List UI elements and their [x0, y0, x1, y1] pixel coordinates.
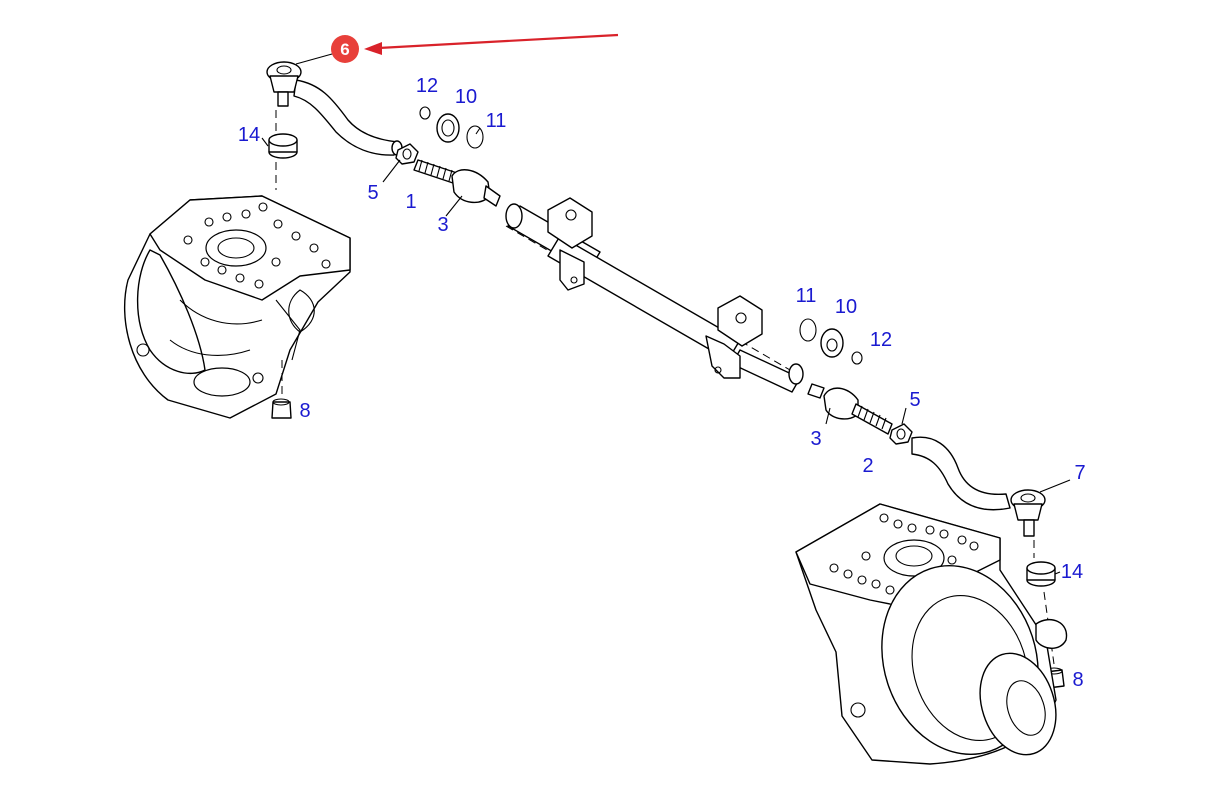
- left-lock-nut: [395, 143, 419, 165]
- callout-11-left: 11: [486, 110, 507, 132]
- callout-11-right: 11: [796, 285, 817, 307]
- highlight-badge-number: 6: [340, 40, 349, 59]
- right-bellows-seal: [820, 328, 844, 358]
- callout-14-left: 14: [238, 124, 260, 146]
- left-o-ring-small: [419, 106, 431, 120]
- callout-10-left: 10: [455, 86, 477, 108]
- left-inner-ball-joint: [451, 169, 501, 207]
- callout-12-left: 12: [416, 75, 438, 97]
- right-tie-rod-end: [911, 436, 1046, 537]
- right-lock-nut: [889, 423, 913, 445]
- left-castle-nut: [271, 398, 292, 419]
- right-retaining-ring: [799, 318, 817, 342]
- callout-12-right: 12: [870, 329, 892, 351]
- callout-8-right: 8: [1072, 669, 1083, 691]
- callout-10-right: 10: [835, 296, 857, 318]
- right-boot-seal: [1026, 561, 1056, 587]
- callout-3-left: 3: [437, 214, 448, 236]
- callout-5-right: 5: [909, 389, 920, 411]
- left-steering-knuckle: [123, 195, 351, 419]
- right-steering-knuckle: [795, 503, 1068, 765]
- badge-leader-line: [295, 53, 333, 65]
- callout-1: 1: [405, 191, 416, 213]
- callout-3-right: 3: [810, 428, 821, 450]
- left-bellows-seal: [436, 113, 460, 143]
- callout-5-left: 5: [367, 182, 378, 204]
- right-o-ring-small: [851, 351, 863, 365]
- steering-cylinder: [505, 197, 804, 393]
- callout-labels: 12 10 11 14 5 1 3 11 10 12 8 5 3 2 7 14 …: [238, 75, 1086, 691]
- leader-lines: [261, 127, 1071, 575]
- callout-7: 7: [1074, 462, 1085, 484]
- right-inner-ball-joint: [807, 383, 859, 420]
- callout-8-left: 8: [299, 400, 310, 422]
- callout-14-right: 14: [1061, 561, 1083, 583]
- left-retaining-ring: [466, 125, 484, 149]
- left-boot-seal: [268, 133, 298, 159]
- right-threaded-rod: [851, 403, 893, 435]
- highlight-badge: 6: [331, 35, 359, 63]
- callout-2: 2: [862, 455, 873, 477]
- highlight-arrow: [364, 33, 619, 55]
